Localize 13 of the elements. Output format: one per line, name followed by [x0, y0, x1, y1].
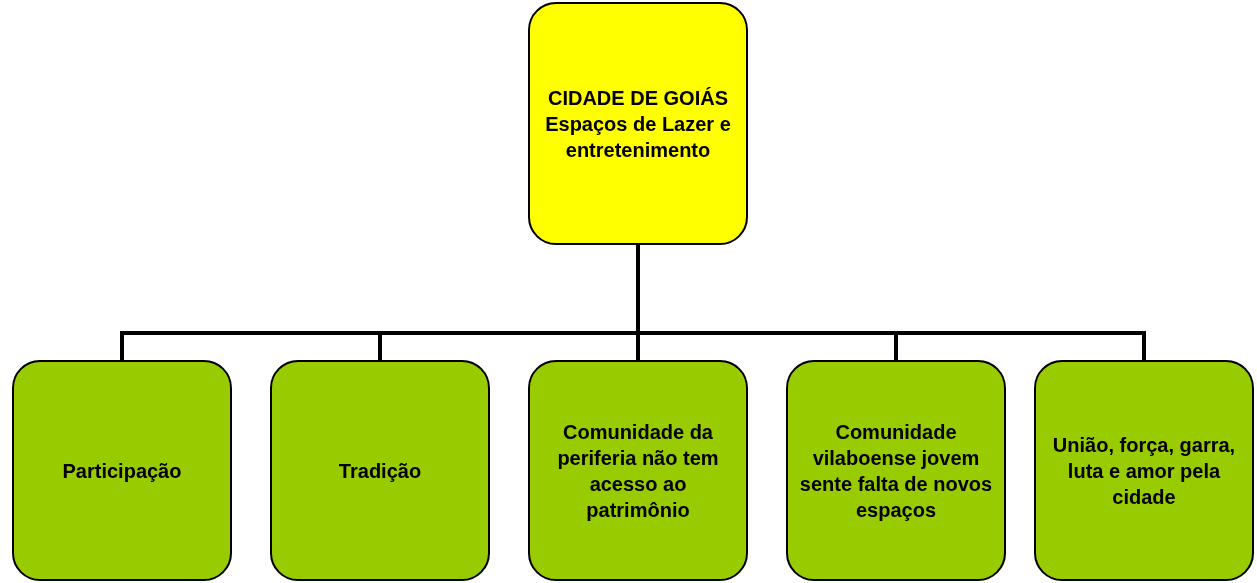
topic-box: [786, 360, 1006, 581]
heading-text: CIDADE DE GOIÁS: [548, 85, 728, 111]
topic-box: [528, 360, 748, 581]
topic-box: [1034, 360, 1254, 581]
topic-box: [270, 360, 490, 581]
topic-text: Comunidade da periferia não tem acesso ao patrimônio: [556, 419, 720, 523]
topic-box: [12, 360, 232, 581]
root-box: [528, 2, 748, 245]
topic-text: União, força, garra, luta e amor pela cidade: [1051, 432, 1237, 510]
topic-text: Tradição: [338, 458, 422, 484]
topic-text: Participação: [62, 458, 182, 484]
topic-text: Comunidade vilaboense jovem sente falta de novos espaços: [798, 419, 994, 523]
subtitle-text: Espaços de Lazer e entretenimento: [544, 111, 732, 163]
